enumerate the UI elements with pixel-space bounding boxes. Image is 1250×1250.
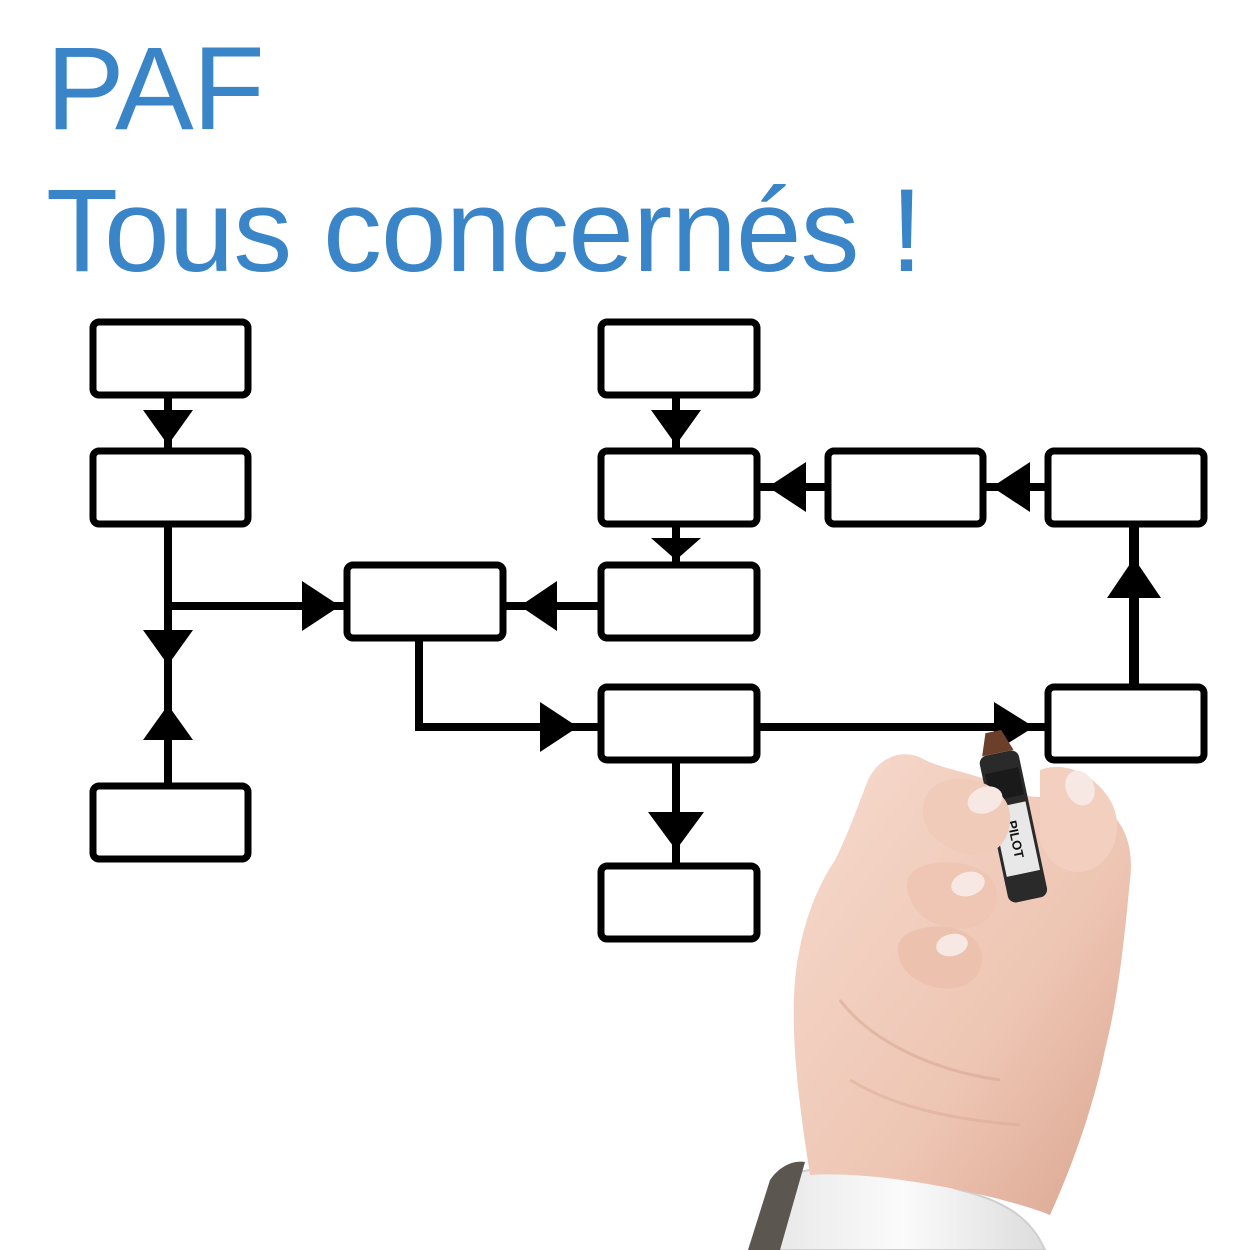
flowchart-box: [597, 318, 761, 399]
flowchart-box: [343, 561, 507, 642]
thumb: [1040, 766, 1118, 872]
flowchart-box: [597, 683, 761, 764]
flowchart-box: [1044, 683, 1208, 764]
flowchart-box: [824, 447, 987, 528]
flowchart-box: [597, 447, 761, 528]
arrowhead: [520, 581, 557, 631]
flowchart-box: [89, 447, 252, 528]
arrowhead: [651, 410, 701, 445]
flowchart-box: [597, 561, 761, 642]
arrowhead: [1107, 558, 1161, 598]
flowchart-boxes: [89, 318, 1208, 943]
headline-subtitle: Tous concernés !: [46, 165, 923, 297]
arrowhead: [651, 538, 701, 560]
fingernail: [951, 871, 985, 897]
arrowhead: [540, 702, 578, 752]
arrowhead: [648, 812, 704, 850]
arrowhead: [143, 410, 193, 445]
fingernail: [936, 933, 968, 957]
jacket-cuff: [748, 1161, 805, 1250]
flowchart-box: [1044, 447, 1208, 528]
flowchart-box: [597, 862, 761, 943]
flowchart-box: [89, 318, 252, 399]
hand-illustration: PILOT: [748, 729, 1131, 1250]
arrowhead: [992, 462, 1030, 512]
arrowhead: [768, 462, 806, 512]
arrowhead: [143, 630, 193, 665]
flowchart-box: [89, 782, 252, 863]
fingernail: [1065, 770, 1095, 806]
fingernail: [967, 786, 1003, 814]
headline-title: PAF: [46, 23, 265, 155]
arrowhead: [143, 705, 193, 740]
arrowhead: [302, 581, 340, 631]
